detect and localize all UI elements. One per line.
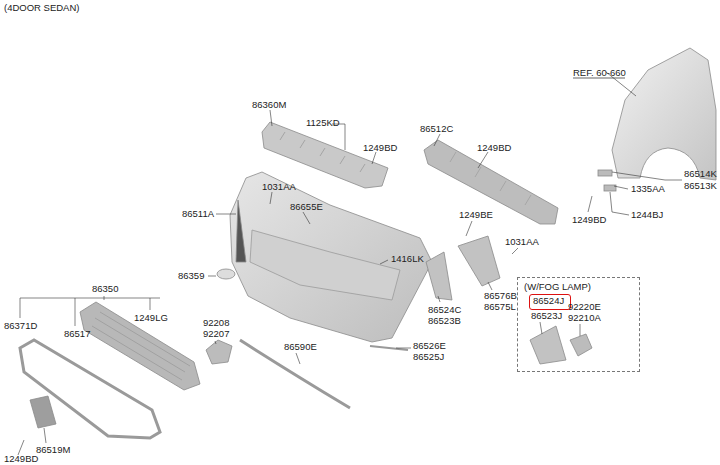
part-number: 86655E: [290, 201, 323, 212]
node-text: (W/FOG LAMP): [524, 281, 633, 292]
part-number: 86360M: [252, 99, 286, 110]
part-number: 86575L: [484, 301, 516, 312]
part-number: 86350: [92, 283, 118, 294]
part-number: 86590E: [284, 341, 317, 352]
part-number: 92210A: [568, 312, 601, 323]
part-number: 86359: [178, 270, 204, 281]
part-number: 1249BD: [4, 453, 38, 464]
node-text: 86524J: [533, 295, 567, 306]
part-number: 86513K: [684, 180, 717, 191]
part-number: 1031AA: [505, 236, 539, 247]
part-number: 1249BE: [459, 209, 493, 220]
part-number: 86514K: [684, 168, 717, 179]
highlight-box: 86524J: [529, 294, 571, 310]
part-number: 86525J: [413, 351, 444, 362]
part-number: 1031AA: [262, 181, 296, 192]
part-number: 86576B: [484, 290, 517, 301]
part-number: 1249BD: [363, 142, 397, 153]
reference-label: REF. 60-660: [573, 67, 626, 78]
part-number: 86371D: [4, 320, 37, 331]
part-number: 1335AA: [631, 183, 665, 194]
part-number: 86517: [64, 328, 90, 339]
part-number: 92220E: [568, 301, 601, 312]
part-number: 1249BD: [572, 214, 606, 225]
part-number: 92207: [203, 328, 229, 339]
part-number: 1244BJ: [631, 209, 663, 220]
part-number: 1249LG: [134, 312, 168, 323]
part-number: 86523J: [531, 310, 562, 321]
part-number: 1416LK: [391, 253, 424, 264]
part-number: 1249BD: [477, 142, 511, 153]
part-number: 86524C: [428, 304, 461, 315]
part-number: 86519M: [36, 444, 70, 455]
diagram-title: (4DOOR SEDAN): [4, 2, 79, 13]
part-number: 86511A: [182, 208, 214, 219]
part-number: 1125KD: [306, 117, 340, 128]
option-group-box: (W/FOG LAMP) 86524J: [517, 277, 640, 372]
part-number: 92208: [203, 317, 229, 328]
part-number: 86512C: [420, 123, 453, 134]
part-number: 86526E: [413, 340, 446, 351]
part-number: 86523B: [428, 315, 461, 326]
